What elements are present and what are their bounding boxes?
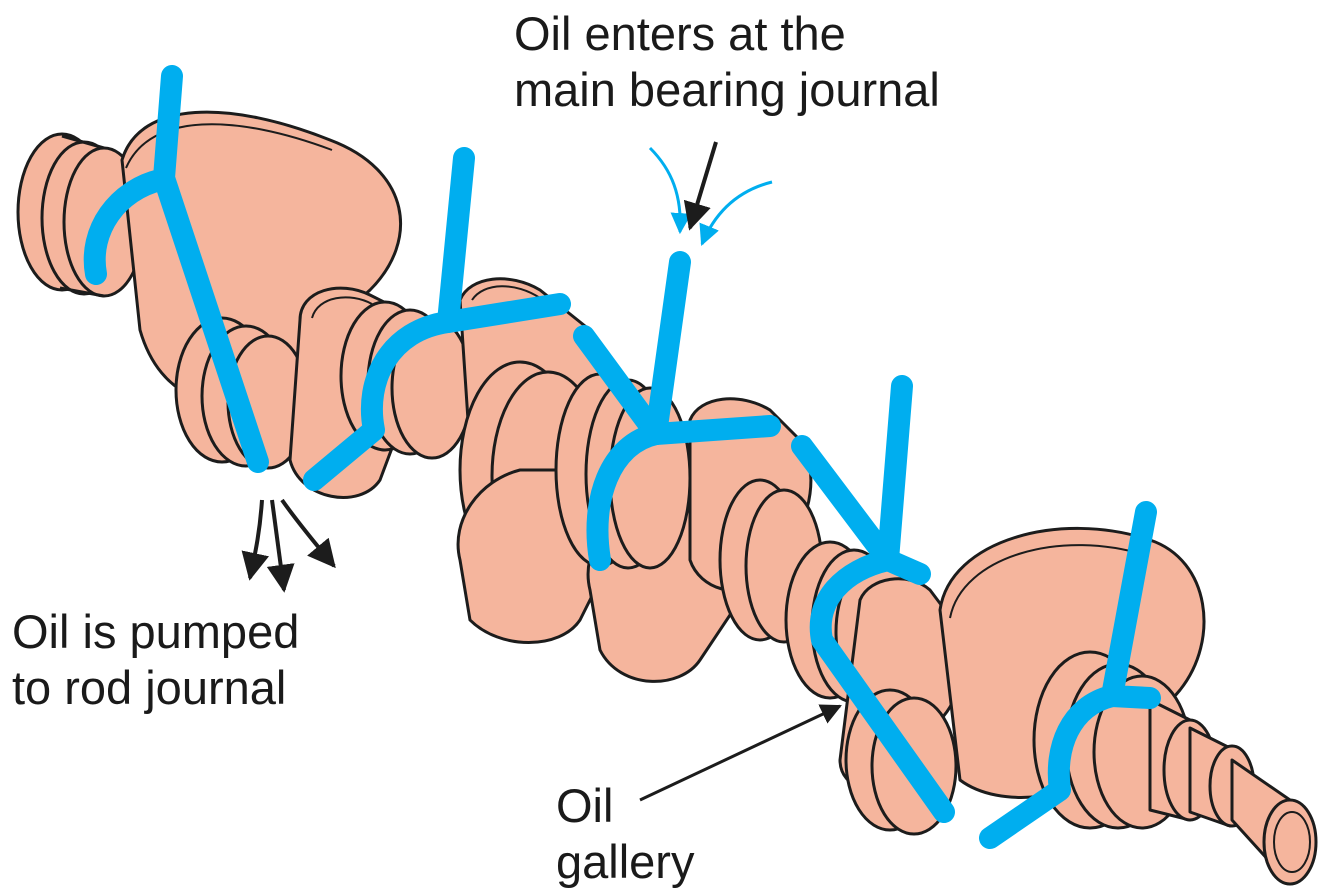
label-oil-gallery-line1: Oil [556,778,694,834]
oil-entry-arrows [650,142,772,244]
label-oil-pumped-line1: Oil is pumped [12,604,299,660]
exit-arrow-1 [250,500,262,578]
rear-snout [1232,760,1316,884]
label-oil-enters: Oil enters at the main bearing journal [514,6,940,118]
crankshaft [18,112,1316,884]
exit-arrow-3 [282,500,334,566]
oil-passage-3b [656,426,770,434]
exit-arrow-2 [272,500,284,590]
label-oil-enters-line1: Oil enters at the [514,6,940,62]
label-oil-enters-line2: main bearing journal [514,62,940,118]
entry-arrow-left-blue [650,148,680,232]
label-oil-pumped: Oil is pumped to rod journal [12,604,299,716]
entry-arrow-right-blue [702,182,772,244]
entry-arrow-black [690,142,716,228]
label-oil-gallery: Oil gallery [556,778,694,890]
label-oil-gallery-line2: gallery [556,834,694,890]
label-oil-pumped-line2: to rod journal [12,660,299,716]
oil-exit-arrows [250,500,334,590]
